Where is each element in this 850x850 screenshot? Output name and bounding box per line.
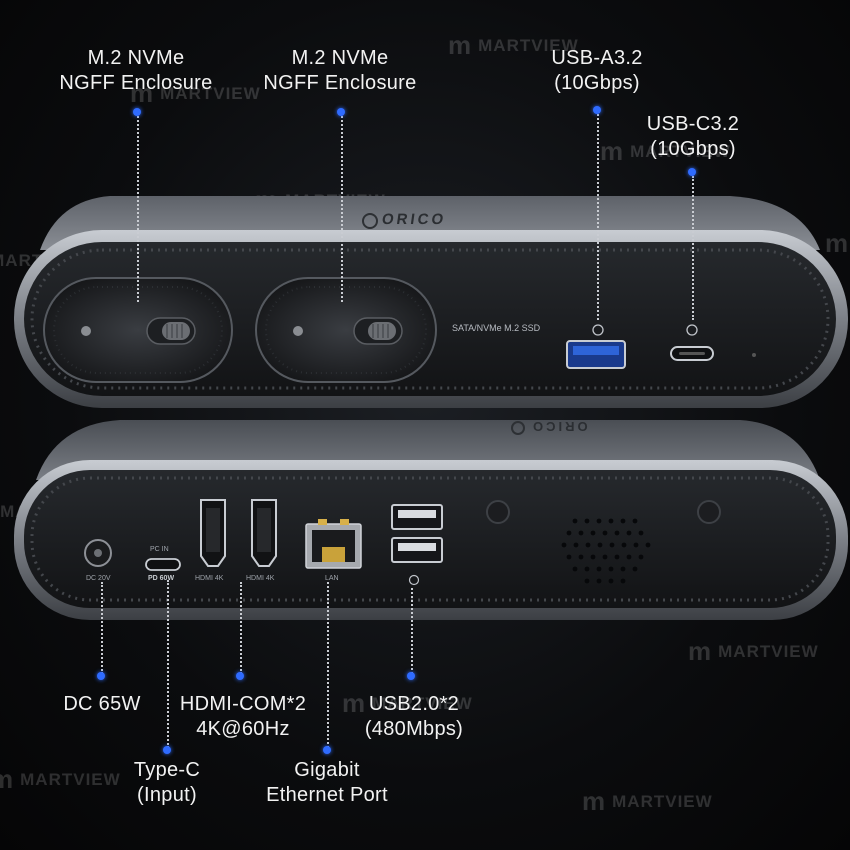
ssd-print-label: SATA/NVMe M.2 SSD [452,323,541,333]
callout-usb2: USB2.0*2(480Mbps) [364,693,464,740]
callout-dot [97,672,105,680]
pc-in-usb-c-port [145,558,181,571]
lan-port-label: LAN [325,575,339,582]
callout-dot [163,746,171,754]
callout-dot [593,106,601,114]
dc-port-label: DC 20V [86,575,111,582]
callout-dot [323,746,331,754]
m2-bay-right [255,277,437,383]
pc-in-port-label: PC IN [150,546,169,553]
pd-port-label: PD 60W [148,575,175,582]
callout-dot [236,672,244,680]
screw [486,500,510,524]
callout-type-c: Type-C(Input) [133,759,201,806]
vent-grille [561,518,651,584]
callout-dot [133,108,141,116]
callout-dot [407,672,415,680]
hdmi1-port-label: HDMI 4K [195,575,224,582]
brand-logo-top: ORICO [380,211,448,228]
callout-dot [688,168,696,176]
callout-usb-a: USB-A3.2(10Gbps) [551,47,643,94]
callout-usb-c: USB-C3.2(10Gbps) [646,113,740,160]
callout-dc: DC 65W [63,693,141,715]
brand-logo-rear: ORICO [530,419,588,434]
screw [697,500,721,524]
hdmi2-port-label: HDMI 4K [246,575,275,582]
callout-dot [337,108,345,116]
